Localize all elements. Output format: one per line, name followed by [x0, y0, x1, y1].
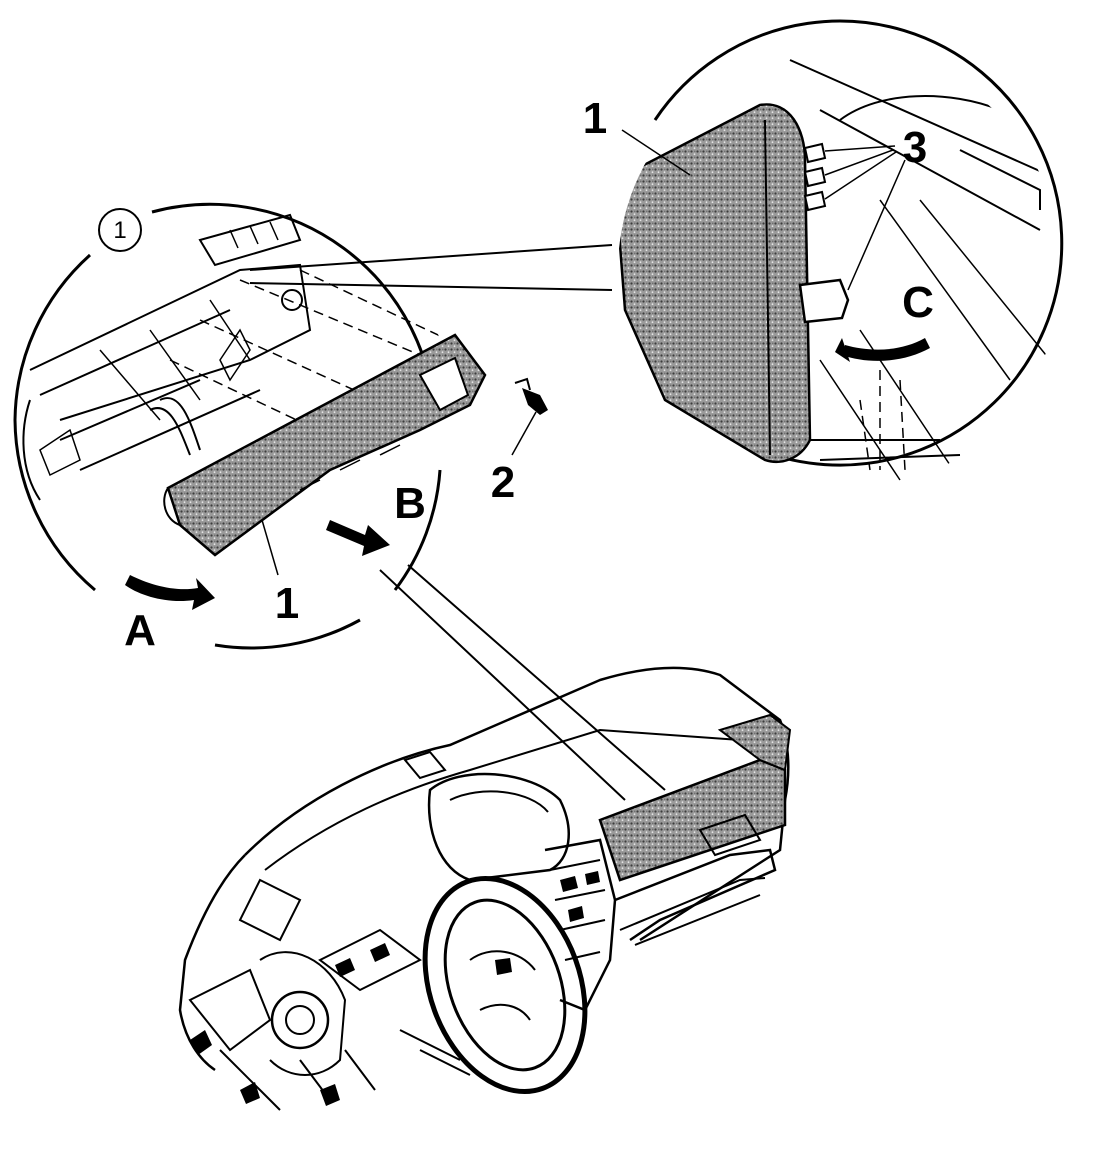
detail-circle-right: [618, 19, 1064, 481]
leader-line-1-right: [621, 129, 691, 176]
arrow-a-icon: [125, 575, 215, 610]
clip-detail: [618, 59, 1061, 481]
callout-arrow-a: A: [124, 606, 156, 655]
detail-circle-left: [13, 202, 548, 650]
leader-line-3: [824, 145, 906, 291]
callout-part-1-right: 1: [583, 94, 607, 143]
callout-part-3: 3: [903, 123, 927, 172]
leader-line-1-left: [261, 519, 279, 576]
dashboard-overview: [178, 666, 792, 1111]
callout-arrow-c: C: [902, 278, 934, 327]
dash-frame-detail: [22, 213, 455, 501]
callout-arrow-b: B: [394, 479, 426, 528]
detail-marker-ring: [98, 208, 142, 252]
connector-detail-lines: [249, 244, 613, 291]
connector-dashboard-lines: [379, 564, 666, 801]
callout-part-2: 2: [491, 458, 515, 507]
arrow-c-icon: [835, 338, 930, 362]
callout-part-1-left: 1: [275, 579, 299, 628]
glovebox-lid: [163, 333, 487, 557]
detail-marker-label: 1: [113, 217, 126, 244]
screw-icon: [514, 377, 548, 415]
arrow-b-icon: [326, 520, 390, 556]
leader-line-2: [511, 411, 537, 456]
